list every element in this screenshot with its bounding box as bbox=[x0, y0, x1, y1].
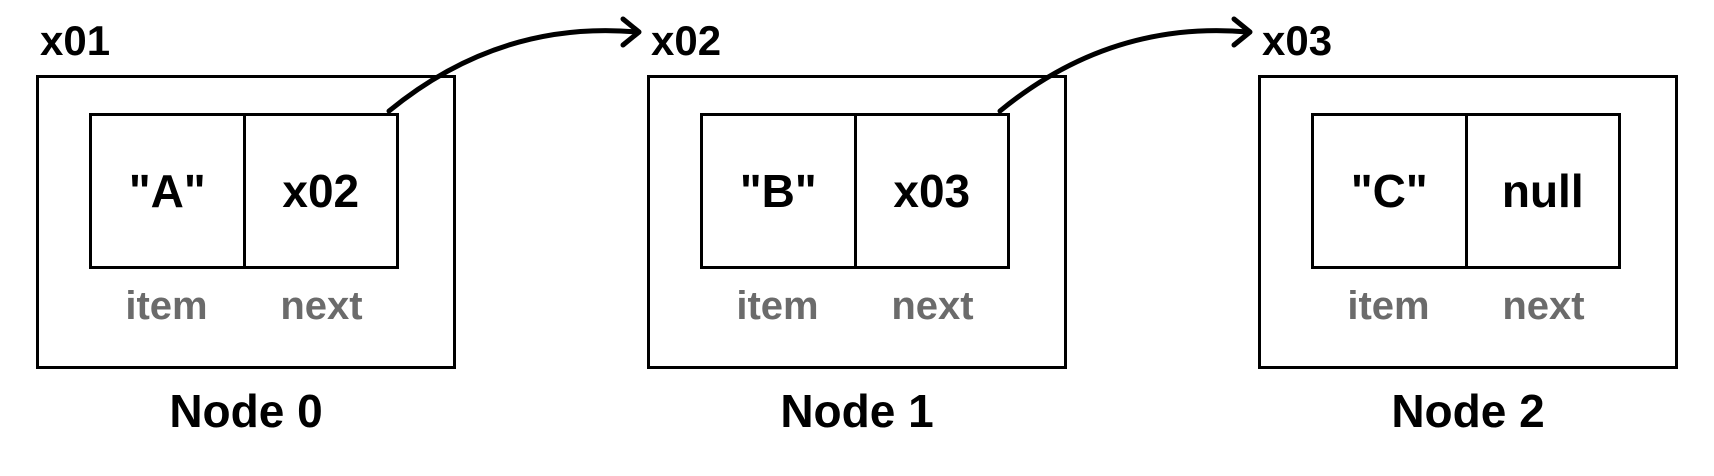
arrow-head-node-1-icon bbox=[620, 16, 642, 48]
node-1-field-labels: item next bbox=[700, 286, 1010, 326]
node-0-item-label: item bbox=[125, 284, 208, 328]
node-1-item-cell: "B" bbox=[739, 165, 817, 217]
node-2-label: Node 2 bbox=[1391, 385, 1545, 437]
arrow-node-1-to-node-2 bbox=[997, 28, 1251, 114]
node-1-next-label: next bbox=[891, 284, 974, 328]
node-0-field-labels: item next bbox=[89, 286, 399, 326]
node-0-box: "A" x02 item next bbox=[36, 75, 456, 369]
node-0-label: Node 0 bbox=[169, 385, 323, 437]
node-1-item-label: item bbox=[736, 284, 819, 328]
node-2-item-label: item bbox=[1347, 284, 1430, 328]
node-2-address: x03 bbox=[1262, 17, 1333, 64]
node-0-next-cell: x02 bbox=[242, 116, 397, 266]
node-1-cells: "B" x03 bbox=[700, 113, 1010, 269]
node-1-box: "B" x03 item next bbox=[647, 75, 1067, 369]
node-0-item-cell: "A" bbox=[128, 165, 206, 217]
node-0-cells: "A" x02 bbox=[89, 113, 399, 269]
node-2-next-label: next bbox=[1502, 284, 1585, 328]
node-0-next-label: next bbox=[280, 284, 363, 328]
node-1-address: x02 bbox=[651, 17, 722, 64]
node-2-field-labels: item next bbox=[1311, 286, 1621, 326]
node-1-next-cell: x03 bbox=[853, 116, 1008, 266]
node-2-box: "C" null item next bbox=[1258, 75, 1678, 369]
arrow-node-0-to-node-1 bbox=[386, 28, 640, 114]
node-0-address: x01 bbox=[40, 17, 111, 64]
node-1-label: Node 1 bbox=[780, 385, 934, 437]
node-2-item-cell: "C" bbox=[1350, 165, 1428, 217]
arrow-head-node-2-icon bbox=[1231, 16, 1253, 48]
node-2-next-cell: null bbox=[1464, 116, 1619, 266]
node-2-cells: "C" null bbox=[1311, 113, 1621, 269]
